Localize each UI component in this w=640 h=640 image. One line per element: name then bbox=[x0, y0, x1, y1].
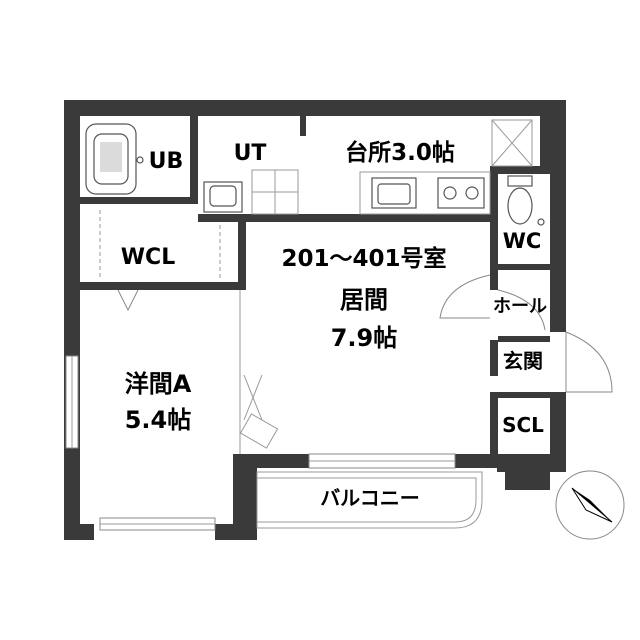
room-label-living: 居間 bbox=[340, 286, 388, 314]
room-label-wcl: WCL bbox=[121, 245, 175, 270]
room-label-wc: WC bbox=[503, 229, 542, 253]
sink-icon bbox=[371, 177, 417, 209]
room-label-ut: UT bbox=[234, 141, 267, 166]
room-label-entrance: 玄関 bbox=[503, 349, 543, 373]
doors bbox=[117, 274, 613, 393]
bathtub-icon bbox=[85, 123, 144, 195]
room-label-hall: ホール bbox=[493, 296, 547, 317]
room-size-living: 7.9帖 bbox=[331, 324, 398, 352]
room-label-ub: UB bbox=[149, 149, 184, 174]
windows bbox=[65, 355, 456, 531]
thin-lines bbox=[99, 119, 533, 529]
room-label-scl: SCL bbox=[502, 413, 544, 437]
outer-walls bbox=[64, 100, 566, 540]
room-label-kitchen: 台所3.0帖 bbox=[345, 139, 455, 166]
room-size-western: 5.4帖 bbox=[125, 406, 192, 434]
room-label-balcony: バルコニー bbox=[320, 486, 420, 510]
washbasin-icon bbox=[203, 181, 243, 213]
compass-north-arrow-icon bbox=[555, 470, 625, 540]
toilet-icon bbox=[507, 175, 545, 226]
unit-range-label: 201～401号室 bbox=[281, 245, 446, 272]
inner-walls bbox=[80, 116, 550, 454]
room-label-western: 洋間A bbox=[125, 370, 192, 398]
stove-icon bbox=[437, 177, 485, 209]
